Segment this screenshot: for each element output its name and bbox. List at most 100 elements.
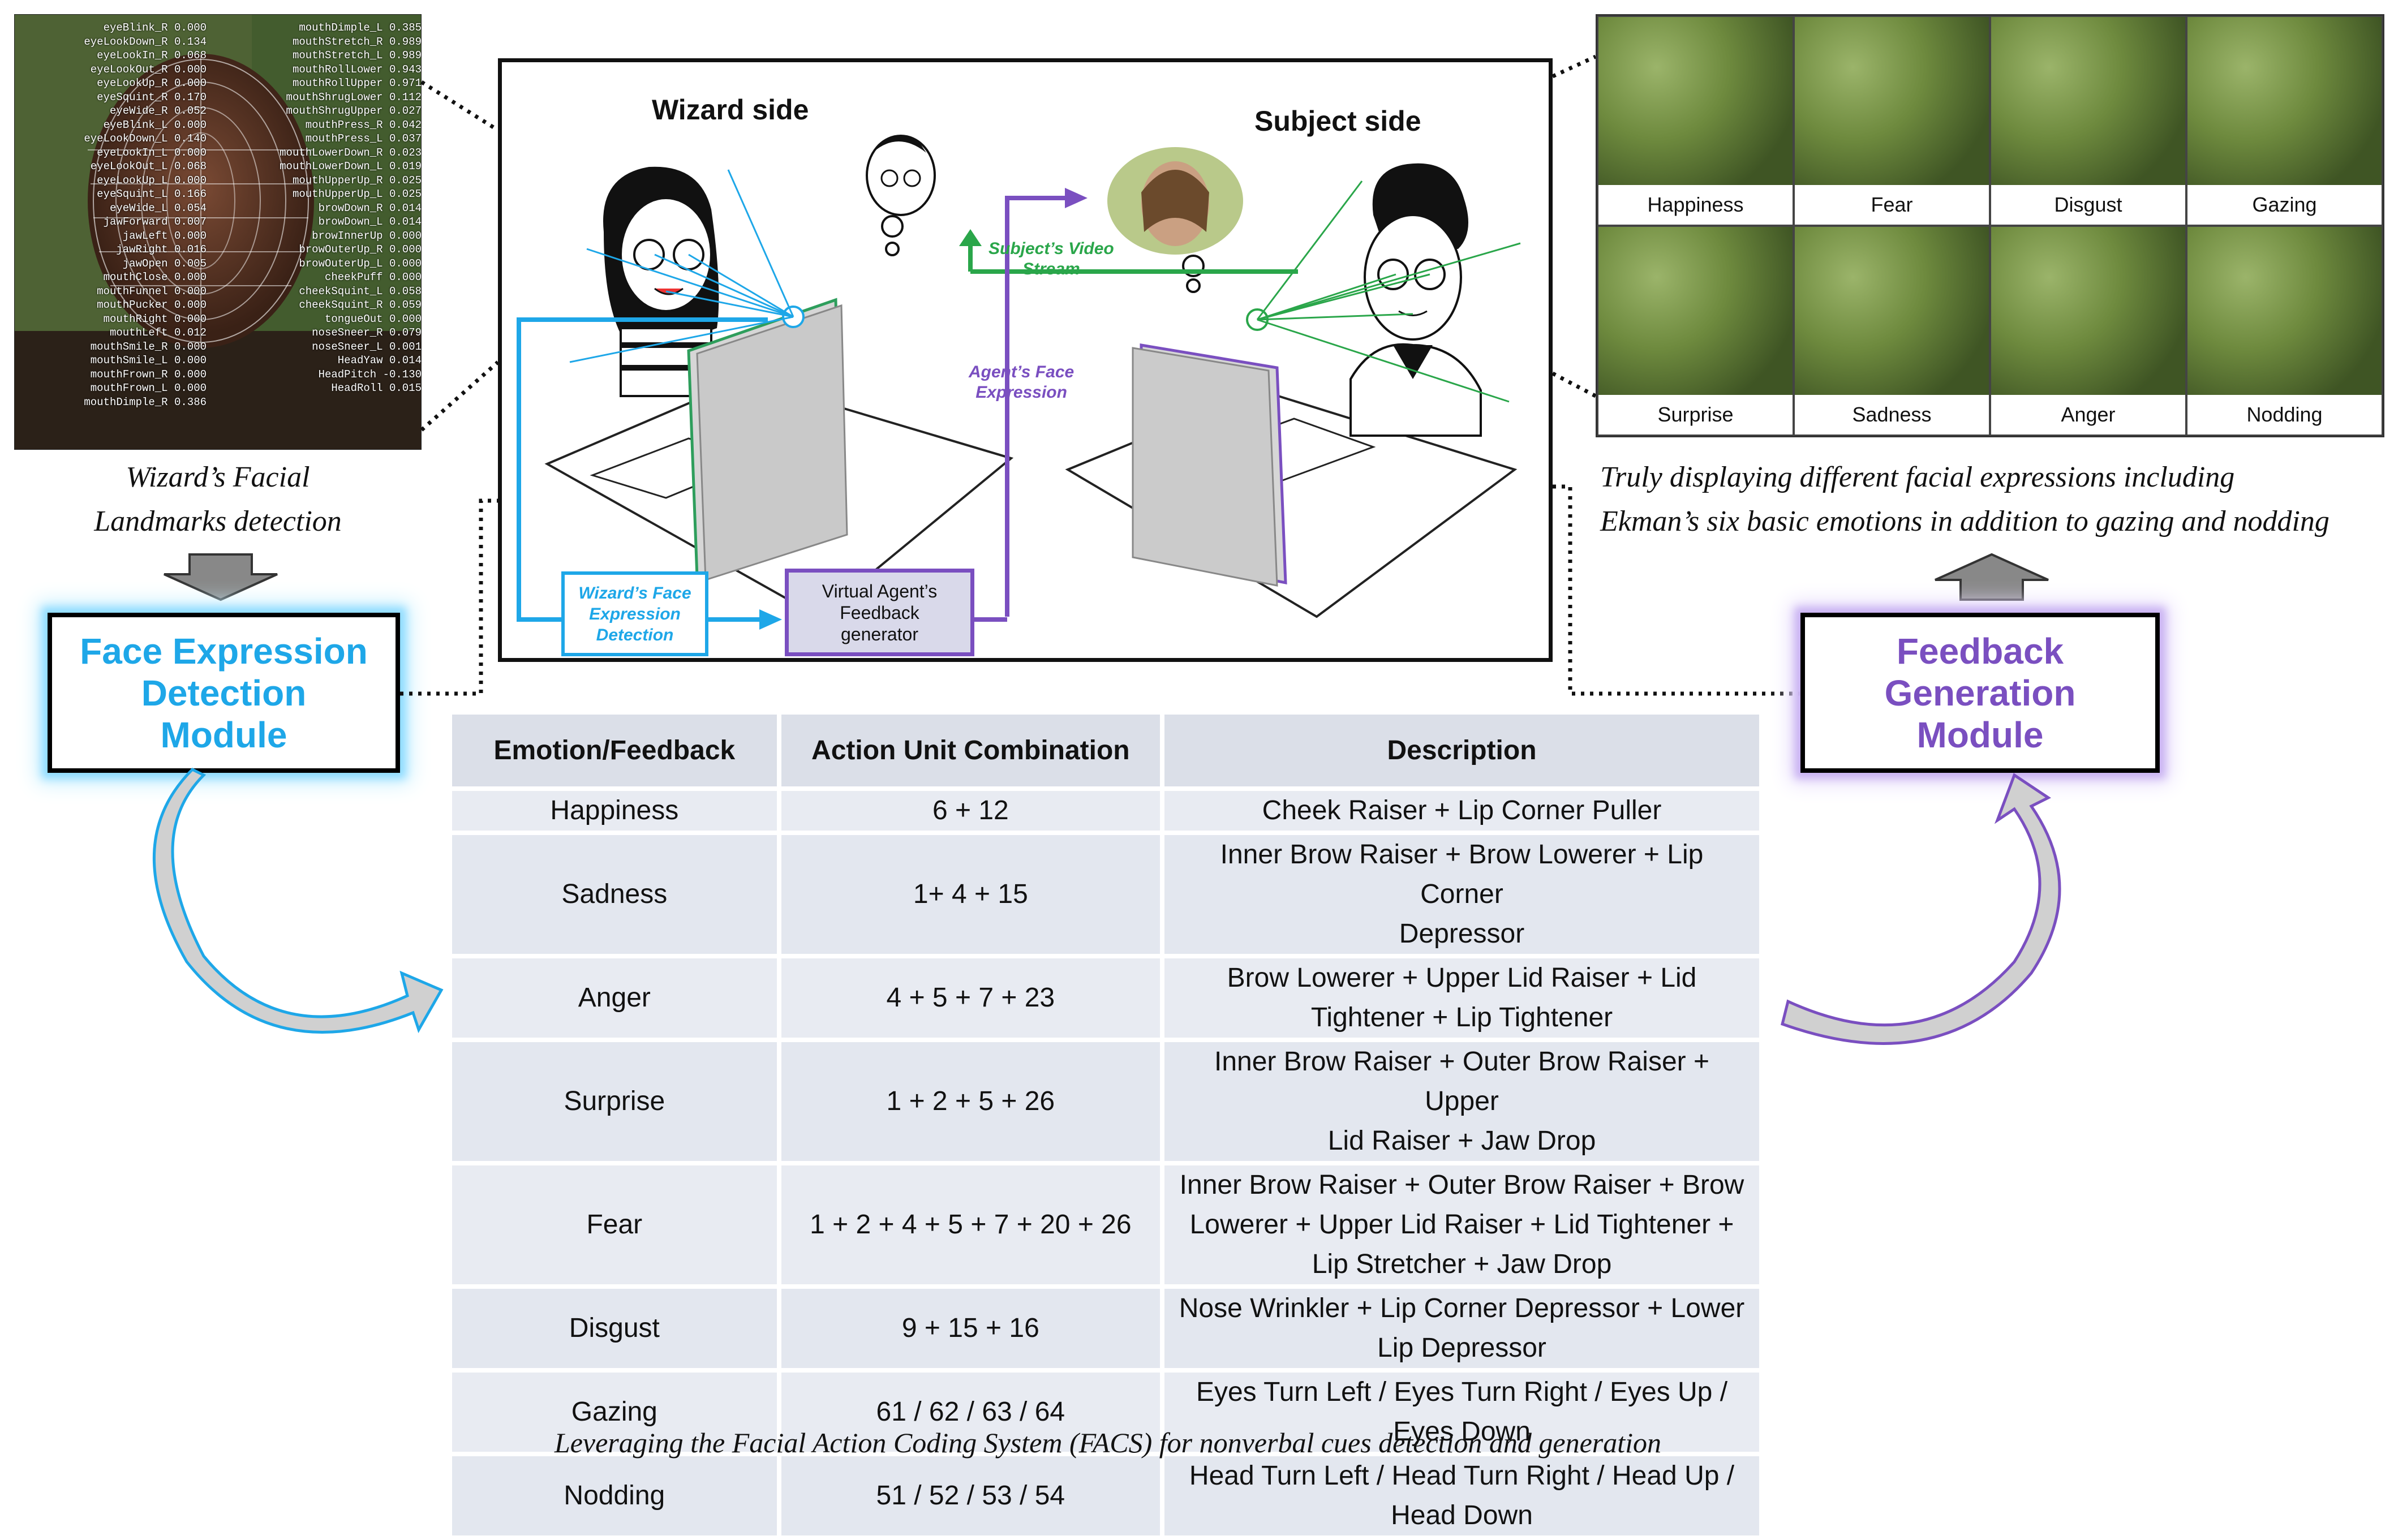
emotion-cell: Nodding bbox=[452, 1454, 781, 1540]
face-cell: Nodding bbox=[2186, 226, 2383, 436]
blendshape-value: mouthLeft 0.012 bbox=[109, 326, 207, 339]
face-mesh-overlay bbox=[14, 14, 422, 450]
blendshape-value: eyeLookOut_L 0.068 bbox=[90, 160, 207, 173]
description-line: Cheek Raiser + Lip Corner Puller bbox=[1262, 795, 1662, 825]
face-label: Gazing bbox=[2187, 185, 2382, 225]
blendshape-value: mouthRight 0.000 bbox=[103, 312, 207, 325]
blendshape-value: mouthSmile_L 0.000 bbox=[90, 354, 207, 367]
description-line: Eyes Turn Left / Eyes Turn Right / Eyes … bbox=[1196, 1377, 1728, 1407]
blendshape-value: tongueOut 0.000 bbox=[324, 312, 422, 325]
blendshape-value: eyeSquint_R 0.170 bbox=[97, 91, 207, 104]
faces-caption: Truly displaying different facial expres… bbox=[1600, 455, 2387, 544]
emotion-cell: Surprise bbox=[452, 1040, 781, 1165]
blendshape-value: browDown_R 0.014 bbox=[318, 201, 422, 214]
blendshape-value: eyeWide_R 0.052 bbox=[109, 105, 207, 117]
blendshape-value: mouthDimple_L 0.385 bbox=[299, 21, 422, 34]
label-line: Agent’s Face bbox=[969, 363, 1074, 381]
au-cell: 61 / 62 / 63 / 64 bbox=[779, 1370, 1165, 1456]
agent-face-expression-label: Agent’s Face Expression bbox=[969, 362, 1074, 403]
module-title-line: Module bbox=[160, 714, 287, 755]
agent-face-image bbox=[1991, 227, 2185, 395]
label-line: Subject’s Video bbox=[988, 239, 1114, 258]
module-title-line: Module bbox=[1916, 714, 2044, 755]
face-cell: Sadness bbox=[1794, 226, 1990, 436]
table-row: Anger 4 + 5 + 7 + 23 Brow Lowerer + Uppe… bbox=[452, 956, 1764, 1042]
description-line: Depressor bbox=[1399, 919, 1525, 949]
setup-drawing bbox=[517, 135, 1521, 630]
blendshape-value: eyeSquint_L 0.166 bbox=[97, 188, 207, 200]
blendshape-value: HeadYaw 0.014 bbox=[337, 354, 422, 367]
blendshape-value: eyeLookDown_R 0.134 bbox=[84, 35, 207, 48]
column-header: Emotion/Feedback bbox=[452, 715, 781, 791]
arrow-down-icon bbox=[164, 553, 278, 601]
blendshape-value: mouthRollUpper 0.971 bbox=[292, 77, 422, 89]
description-cell: Inner Brow Raiser + Outer Brow Raiser + … bbox=[1162, 1040, 1764, 1165]
emotion-cell: Disgust bbox=[452, 1287, 781, 1373]
blendshape-value: mouthRollLower 0.943 bbox=[292, 63, 422, 76]
description-line: Head Down bbox=[1391, 1500, 1533, 1530]
description-cell: Nose Wrinkler + Lip Corner Depressor + L… bbox=[1162, 1287, 1764, 1373]
table-row: Gazing 61 / 62 / 63 / 64 Eyes Turn Left … bbox=[452, 1370, 1764, 1456]
table-row: Nodding 51 / 52 / 53 / 54 Head Turn Left… bbox=[452, 1454, 1764, 1540]
blendshape-value: browInnerUp 0.000 bbox=[312, 229, 422, 242]
column-header: Action Unit Combination bbox=[779, 715, 1165, 791]
blendshape-value: eyeWide_L 0.054 bbox=[109, 201, 207, 214]
table-row: Disgust 9 + 15 + 16 Nose Wrinkler + Lip … bbox=[452, 1287, 1764, 1373]
description-line: Lowerer + Upper Lid Raiser + Lid Tighten… bbox=[1189, 1210, 1734, 1240]
agent-expressions-grid: Happiness Fear Disgust Gazing Surprise S… bbox=[1596, 14, 2384, 437]
blendshape-value: mouthUpperUp_R 0.025 bbox=[292, 174, 422, 187]
blendshape-value: mouthPucker 0.000 bbox=[97, 299, 207, 311]
blendshape-value: mouthFrown_L 0.000 bbox=[90, 382, 207, 394]
feedback-generation-module: Feedback Generation Module bbox=[1800, 613, 2160, 773]
blendshape-value: noseSneer_L 0.001 bbox=[312, 340, 422, 353]
description-line: Inner Brow Raiser + Brow Lowerer + Lip C… bbox=[1220, 840, 1704, 909]
table-row: Happiness 6 + 12 Cheek Raiser + Lip Corn… bbox=[452, 789, 1764, 835]
module-title-line: Detection bbox=[141, 672, 307, 713]
au-cell: 51 / 52 / 53 / 54 bbox=[779, 1454, 1165, 1540]
blendshape-value: mouthLowerDown_R 0.023 bbox=[280, 146, 422, 159]
face-cell: Happiness bbox=[1597, 16, 1794, 226]
blendshape-value: mouthLowerDown_L 0.019 bbox=[280, 160, 422, 173]
face-label: Happiness bbox=[1598, 185, 1793, 225]
blendshape-value: eyeBlink_R 0.000 bbox=[103, 21, 207, 34]
description-line: Nose Wrinkler + Lip Corner Depressor + L… bbox=[1179, 1293, 1745, 1323]
blendshape-value: eyeBlink_L 0.000 bbox=[103, 118, 207, 131]
blendshape-value: eyeLookIn_L 0.000 bbox=[97, 146, 207, 159]
blendshape-value: mouthPress_R 0.042 bbox=[305, 118, 422, 131]
description-cell: Head Turn Left / Head Turn Right / Head … bbox=[1162, 1454, 1764, 1540]
caption-line: Truly displaying different facial expres… bbox=[1600, 461, 2235, 493]
au-cell: 1+ 4 + 15 bbox=[779, 833, 1165, 958]
wizard-face-detection-box: Wizard’s Face Expression Detection bbox=[561, 571, 708, 656]
description-line: Lid Raiser + Jaw Drop bbox=[1327, 1126, 1596, 1156]
face-cell: Surprise bbox=[1597, 226, 1794, 436]
wizard-of-oz-setup-illustration: Wizard side Subject side Subject’s Video… bbox=[498, 58, 1553, 662]
module-title-line: Face Expression bbox=[80, 630, 368, 672]
emotion-cell: Fear bbox=[452, 1163, 781, 1289]
emotion-cell: Anger bbox=[452, 956, 781, 1042]
blendshape-value: cheekSquint_L 0.058 bbox=[299, 285, 422, 298]
description-line: Inner Brow Raiser + Outer Brow Raiser + … bbox=[1179, 1170, 1744, 1200]
column-header: Description bbox=[1162, 715, 1764, 791]
blendshape-value: mouthShrugUpper 0.027 bbox=[286, 105, 422, 117]
subject-video-stream-label: Subject’s Video Stream bbox=[988, 239, 1114, 279]
blendshape-value: mouthSmile_R 0.000 bbox=[90, 340, 207, 353]
au-cell: 4 + 5 + 7 + 23 bbox=[779, 956, 1165, 1042]
face-cell: Fear bbox=[1794, 16, 1990, 226]
blendshape-value: cheekPuff 0.000 bbox=[324, 271, 422, 283]
blendshape-value: mouthShrugLower 0.112 bbox=[286, 91, 422, 104]
blendshape-value: HeadRoll 0.015 bbox=[331, 382, 422, 394]
table-caption: Leveraging the Facial Action Coding Syst… bbox=[554, 1427, 1662, 1459]
blendshape-value: mouthPress_L 0.037 bbox=[305, 132, 422, 145]
module-title-line: Generation bbox=[1884, 672, 2076, 713]
caption-line: Wizard’s Facial bbox=[126, 461, 310, 493]
face-label: Fear bbox=[1795, 185, 1989, 225]
face-expression-detection-module: Face Expression Detection Module bbox=[48, 613, 400, 773]
label-line: Feedback bbox=[840, 602, 919, 623]
right-curved-arrow-icon bbox=[1781, 773, 2061, 1045]
agent-face-image bbox=[1991, 17, 2185, 185]
facs-table: Emotion/Feedback Action Unit Combination… bbox=[452, 715, 1764, 1540]
face-label: Sadness bbox=[1795, 395, 1989, 435]
face-label: Anger bbox=[1991, 395, 2185, 435]
face-label: Nodding bbox=[2187, 395, 2382, 435]
blendshape-value: noseSneer_R 0.079 bbox=[312, 326, 422, 339]
